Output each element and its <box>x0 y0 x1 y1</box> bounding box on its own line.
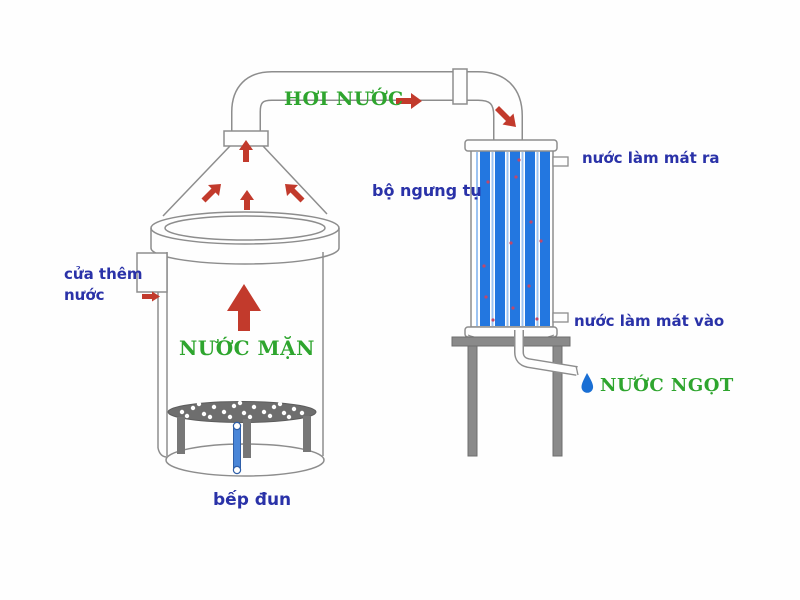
tank-up-arrow-icon <box>227 284 261 331</box>
elbow-arrow-icon <box>495 106 516 127</box>
flow-arrows <box>142 93 516 331</box>
water-inlet-box <box>136 252 168 293</box>
cone-left-arrow-icon <box>201 184 221 203</box>
steam-label: HƠI NƯỚC <box>284 88 404 110</box>
salt-water-label: NƯỚC MẶN <box>179 336 315 360</box>
condenser-gap-lines <box>476 152 539 326</box>
tank-rim <box>150 211 340 265</box>
water-inlet-label: cửa thêm nước <box>64 265 143 304</box>
distillation-tank <box>136 130 340 477</box>
fresh-water-label: NƯỚC NGỌT <box>600 375 734 396</box>
condenser-label: bộ ngưng tụ <box>372 181 482 200</box>
cooling-water-out-label: nước làm mát ra <box>582 149 720 167</box>
condenser-stand <box>451 336 571 457</box>
condenser <box>464 139 569 341</box>
perforated-plate <box>167 400 317 458</box>
neck-arrow-icon <box>239 140 253 162</box>
heater-label: bếp đun <box>213 490 292 510</box>
condenser-tubes <box>480 151 550 326</box>
cooling-water-in-label: nước làm mát vào <box>574 312 725 330</box>
cone-center-arrow-icon <box>240 190 254 210</box>
plate-legs <box>177 416 311 458</box>
cone-right-arrow-icon <box>285 184 305 203</box>
steam-arrow-icon <box>396 93 422 109</box>
condenser-top-cap <box>464 139 558 152</box>
pipe-joint-flange <box>452 68 468 105</box>
heater-tube <box>232 421 242 475</box>
water-droplet-icon <box>581 373 594 393</box>
steam-pipe <box>231 68 523 148</box>
tank-cone <box>162 145 328 217</box>
outlet-pipe <box>514 330 579 376</box>
cooling-in-stub <box>552 312 569 323</box>
cooling-out-stub <box>552 156 569 167</box>
condensate-specks <box>482 158 543 322</box>
inlet-arrow-icon <box>142 291 160 302</box>
